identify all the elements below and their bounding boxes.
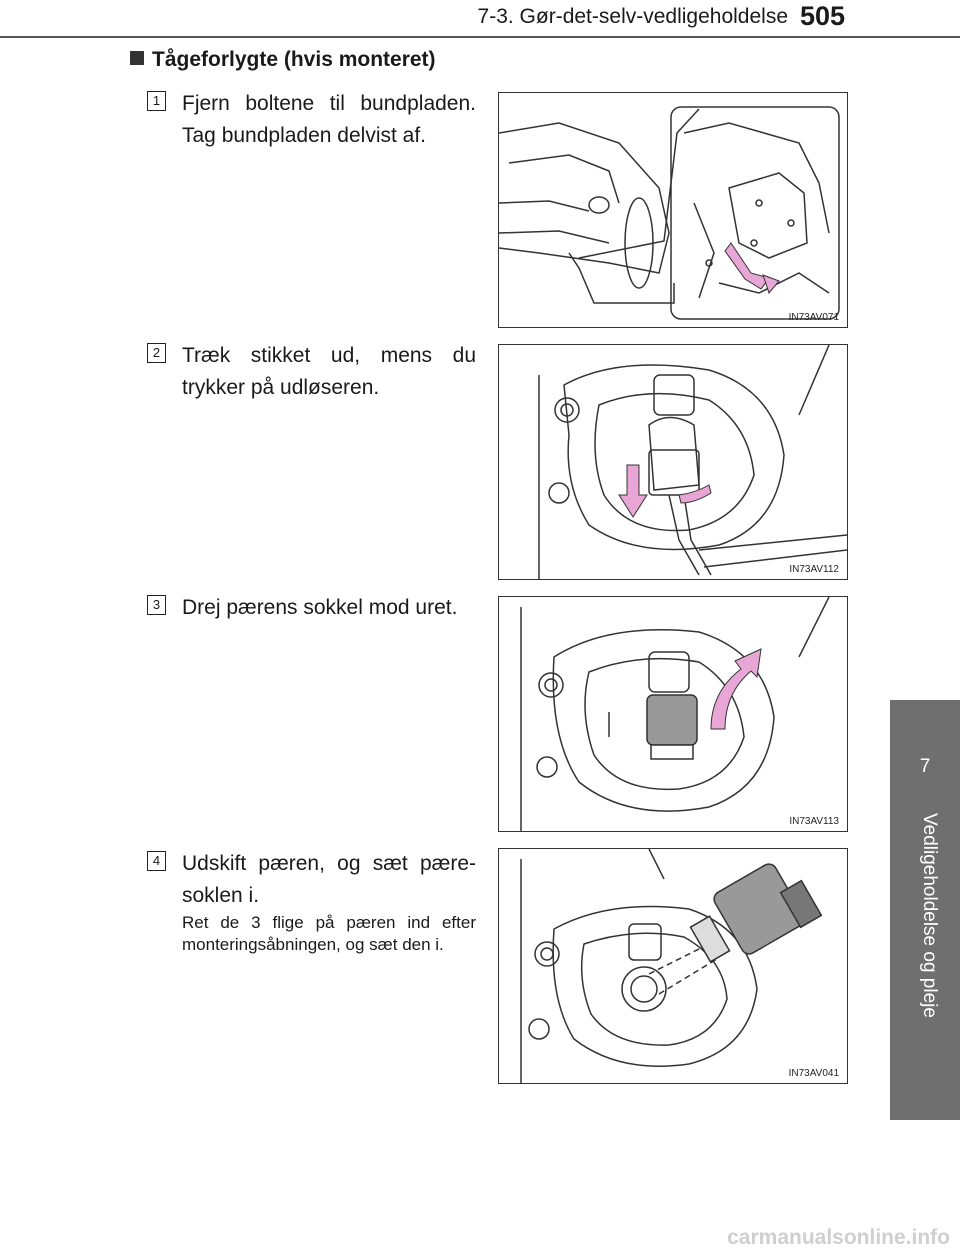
square-bullet-icon xyxy=(130,51,144,65)
connector-illustration xyxy=(538,345,847,579)
step-text-2: Træk stikket ud, mens du trykker på udlø… xyxy=(182,344,476,399)
step-note-4: Ret de 3 flige på pæren ind efter monter… xyxy=(182,913,476,954)
running-header-section: 7-3. Gør-det-selv-vedligeholdelse xyxy=(477,5,788,28)
figure-replace-bulb: IN73AV041 xyxy=(498,848,848,1084)
figure-unplug-connector: IN73AV112 xyxy=(498,344,848,580)
figure-underplate-removal: IN73AV071 xyxy=(498,92,848,328)
bulb-replacement-illustration xyxy=(520,849,823,1083)
step-number-4: 4 xyxy=(147,851,166,871)
figure-code-3: IN73AV113 xyxy=(789,816,839,827)
figure-code-1: IN73AV071 xyxy=(788,312,839,323)
watermark: carmanualsonline.info xyxy=(727,1226,950,1249)
step-text-1: Fjern boltene til bundpladen. Tag bundpl… xyxy=(182,92,476,147)
step-text-3: Drej pærens sokkel mod uret. xyxy=(182,596,458,619)
chapter-title: Vedligeholdelse og pleje xyxy=(919,813,940,1018)
figure-code-4: IN73AV041 xyxy=(788,1068,839,1079)
page-number: 505 xyxy=(800,1,846,31)
socket-rotation-illustration xyxy=(520,597,830,831)
step-number-1: 1 xyxy=(147,91,166,111)
step-number-3: 3 xyxy=(147,595,166,615)
section-heading: Tågeforlygte (hvis monteret) xyxy=(130,48,436,72)
step-text-4: Udskift pæren, og sæt pære-soklen i. xyxy=(182,852,476,907)
underplate-illustration xyxy=(499,106,840,320)
figure-code-2: IN73AV112 xyxy=(789,564,839,575)
step-number-2: 2 xyxy=(147,343,166,363)
section-heading-text: Tågeforlygte (hvis monteret) xyxy=(152,48,436,71)
chapter-number: 7 xyxy=(919,756,931,777)
header-divider xyxy=(0,36,960,38)
figure-rotate-socket: IN73AV113 xyxy=(498,596,848,832)
chapter-tab: 7 Vedligeholdelse og pleje xyxy=(890,700,960,1120)
